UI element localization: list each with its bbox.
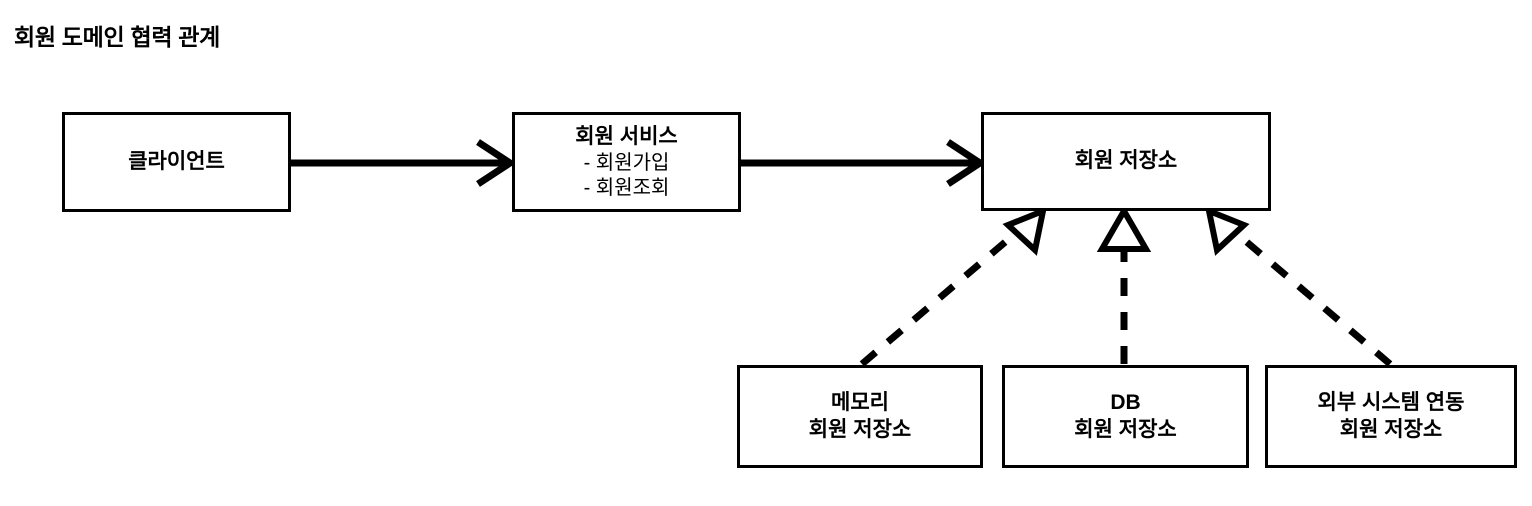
edge-external-implements-repository [1204, 206, 1393, 367]
node-client[interactable]: 클라이언트 [62, 112, 291, 212]
node-memory-repository[interactable]: 메모리 회원 저장소 [737, 365, 983, 468]
node-member-repository-label: 회원 저장소 [1074, 149, 1178, 173]
node-external-repository-label-line2: 회원 저장소 [1339, 417, 1443, 441]
node-memory-repository-label-line2: 회원 저장소 [808, 417, 912, 441]
node-member-service-operation-signup: - 회원가입 [583, 151, 670, 174]
edge-service-to-repository [741, 139, 987, 187]
node-db-repository[interactable]: DB 회원 저장소 [1002, 365, 1249, 468]
diagram-title: 회원 도메인 협력 관계 [14, 24, 221, 50]
edge-memory-hollow-triangle-icon [1002, 206, 1048, 256]
node-client-label: 클라이언트 [128, 149, 225, 173]
edge-external-dashed-line [1232, 229, 1393, 367]
node-member-repository[interactable]: 회원 저장소 [981, 112, 1271, 211]
node-member-service-stack: 회원 서비스 - 회원가입 - 회원조회 [575, 124, 677, 201]
edge-client-to-service [291, 139, 517, 187]
node-db-repository-label-line2: 회원 저장소 [1074, 417, 1177, 441]
node-db-repository-label-line1: DB [1110, 391, 1141, 415]
edge-external-hollow-triangle-icon [1204, 206, 1250, 256]
node-member-service-operation-lookup: - 회원조회 [583, 177, 670, 200]
edge-db-implements-repository [1096, 205, 1152, 364]
node-member-service-label: 회원 서비스 [575, 124, 678, 148]
edge-memory-dashed-line [859, 229, 1020, 367]
edge-memory-implements-repository [859, 206, 1048, 367]
node-memory-repository-label-line1: 메모리 [831, 391, 889, 415]
node-external-repository-label-line1: 외부 시스템 연동 [1317, 391, 1465, 415]
edge-db-hollow-triangle-icon [1096, 205, 1152, 252]
node-external-repository[interactable]: 외부 시스템 연동 회원 저장소 [1265, 365, 1517, 468]
edge-service-to-repository-arrowhead [946, 139, 987, 187]
node-member-service[interactable]: 회원 서비스 - 회원가입 - 회원조회 [512, 112, 741, 212]
edge-client-to-service-arrowhead [476, 139, 517, 187]
